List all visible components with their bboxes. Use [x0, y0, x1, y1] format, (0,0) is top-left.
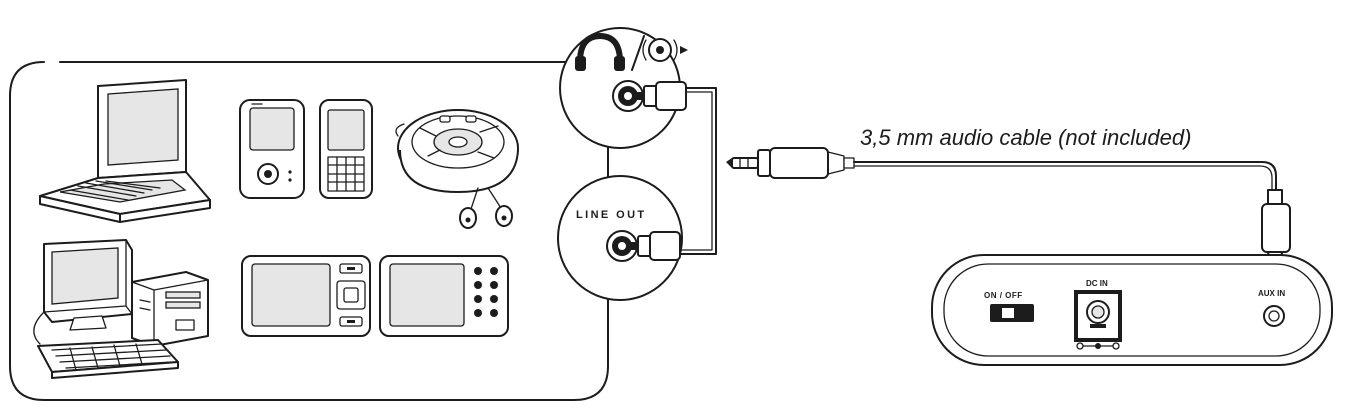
earphones-icon: [459, 187, 513, 229]
game-console-icon: [379, 255, 509, 337]
desktop-computer-icon: [33, 239, 209, 379]
headphone-jack-callout: [559, 27, 688, 149]
power-switch: ON / OFF: [984, 291, 1034, 322]
audio-cable: [679, 87, 1291, 286]
device-rear-panel: ON / OFF DC IN AUX IN: [931, 254, 1333, 366]
headphone-plug: [634, 81, 687, 111]
line-out-plug: [628, 231, 681, 261]
mobile-phone-icon: [319, 99, 373, 199]
line-out-jack-socket: [606, 230, 638, 262]
speaker-output-icon: [642, 38, 688, 62]
headphone-jack-socket: [612, 80, 644, 112]
cd-player-icon: [395, 109, 519, 193]
source-devices-frame: [9, 61, 609, 401]
line-out-callout: LINE OUT: [557, 175, 683, 301]
aux-in-socket: AUX IN: [1258, 289, 1285, 327]
aux-in-label: AUX IN: [1258, 289, 1285, 298]
media-player-icon: [241, 255, 371, 337]
headphones-icon: [575, 32, 625, 71]
dc-in-socket: DC IN: [1074, 279, 1122, 350]
aux-plug: [1261, 189, 1291, 286]
dc-in-label: DC IN: [1086, 279, 1108, 288]
mp3-player-icon: [239, 99, 305, 199]
cable-label: 3,5 mm audio cable (not included): [860, 125, 1191, 150]
loose-audio-plug: [726, 147, 855, 179]
power-switch-label: ON / OFF: [984, 291, 1023, 300]
line-out-label: LINE OUT: [576, 209, 647, 221]
laptop-icon: [39, 79, 211, 223]
